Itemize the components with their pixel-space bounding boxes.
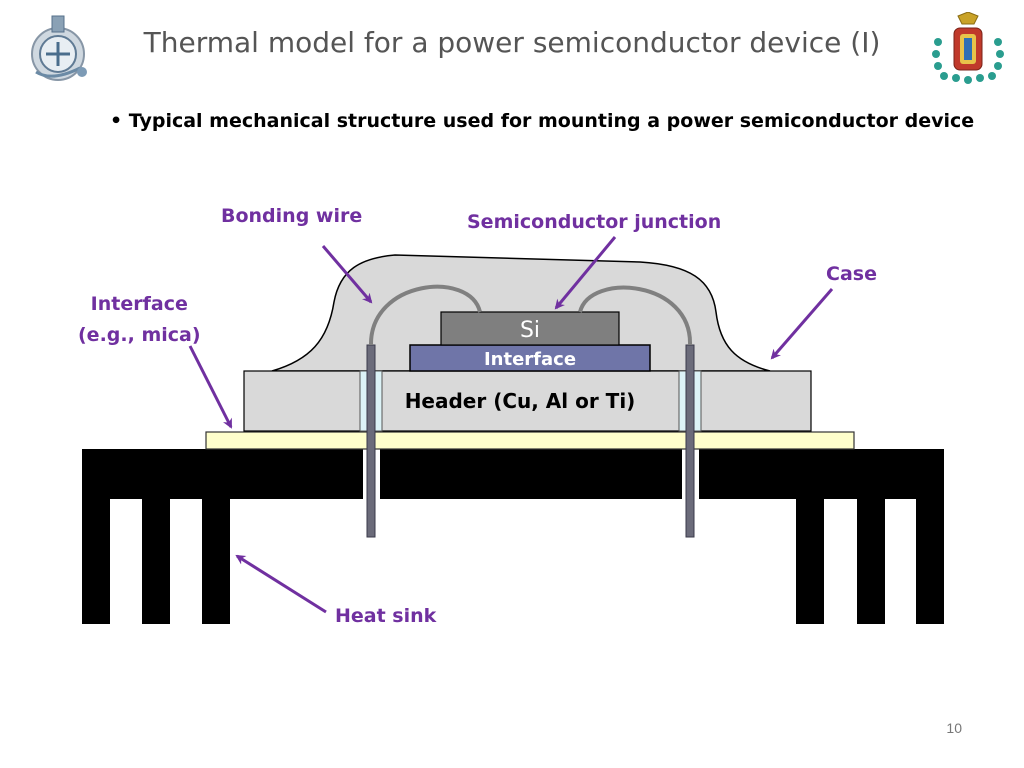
- bonding-wire-label: Bonding wire: [221, 205, 363, 227]
- university-crest-logo: [932, 12, 1004, 84]
- si-label: Si: [520, 318, 540, 343]
- bonding-wire-left: [368, 284, 482, 346]
- die-interface-layer: [409, 344, 651, 372]
- bullet-item: • Typical mechanical structure used for …: [110, 110, 974, 132]
- lead-pin-left: [366, 344, 376, 538]
- bullet-text: Typical mechanical structure used for mo…: [128, 110, 975, 132]
- slide-title: Thermal model for a power semiconductor …: [143, 26, 881, 59]
- university-emblem-logo: [31, 15, 87, 81]
- bullet-marker: •: [110, 110, 129, 132]
- interface-label: Interface: [484, 349, 576, 370]
- arrow-interface-mica: [188, 345, 233, 429]
- header-block: [243, 370, 812, 432]
- header-label: Header (Cu, Al or Ti): [405, 389, 636, 413]
- heat-sink-label: Heat sink: [335, 605, 437, 627]
- bonding-wire-right: [578, 285, 693, 346]
- heat-sink: [82, 449, 944, 624]
- arrow-case: [770, 288, 834, 360]
- si-die: [440, 311, 620, 346]
- interface-mica-label-line1: Interface: [90, 293, 188, 315]
- semiconductor-junction-label: Semiconductor junction: [467, 211, 722, 233]
- arrow-bonding-wire: [321, 245, 373, 304]
- case-label: Case: [826, 263, 877, 285]
- lead-pin-right: [685, 344, 695, 538]
- interface-mica-label-line2: (e.g., mica): [78, 324, 201, 346]
- interface-mica-label: Interface (e.g., mica): [78, 289, 201, 351]
- arrow-semiconductor-junction: [554, 236, 617, 310]
- arrow-heat-sink: [235, 554, 327, 614]
- mica-interface-layer: [205, 431, 855, 450]
- page-number: 10: [946, 720, 962, 736]
